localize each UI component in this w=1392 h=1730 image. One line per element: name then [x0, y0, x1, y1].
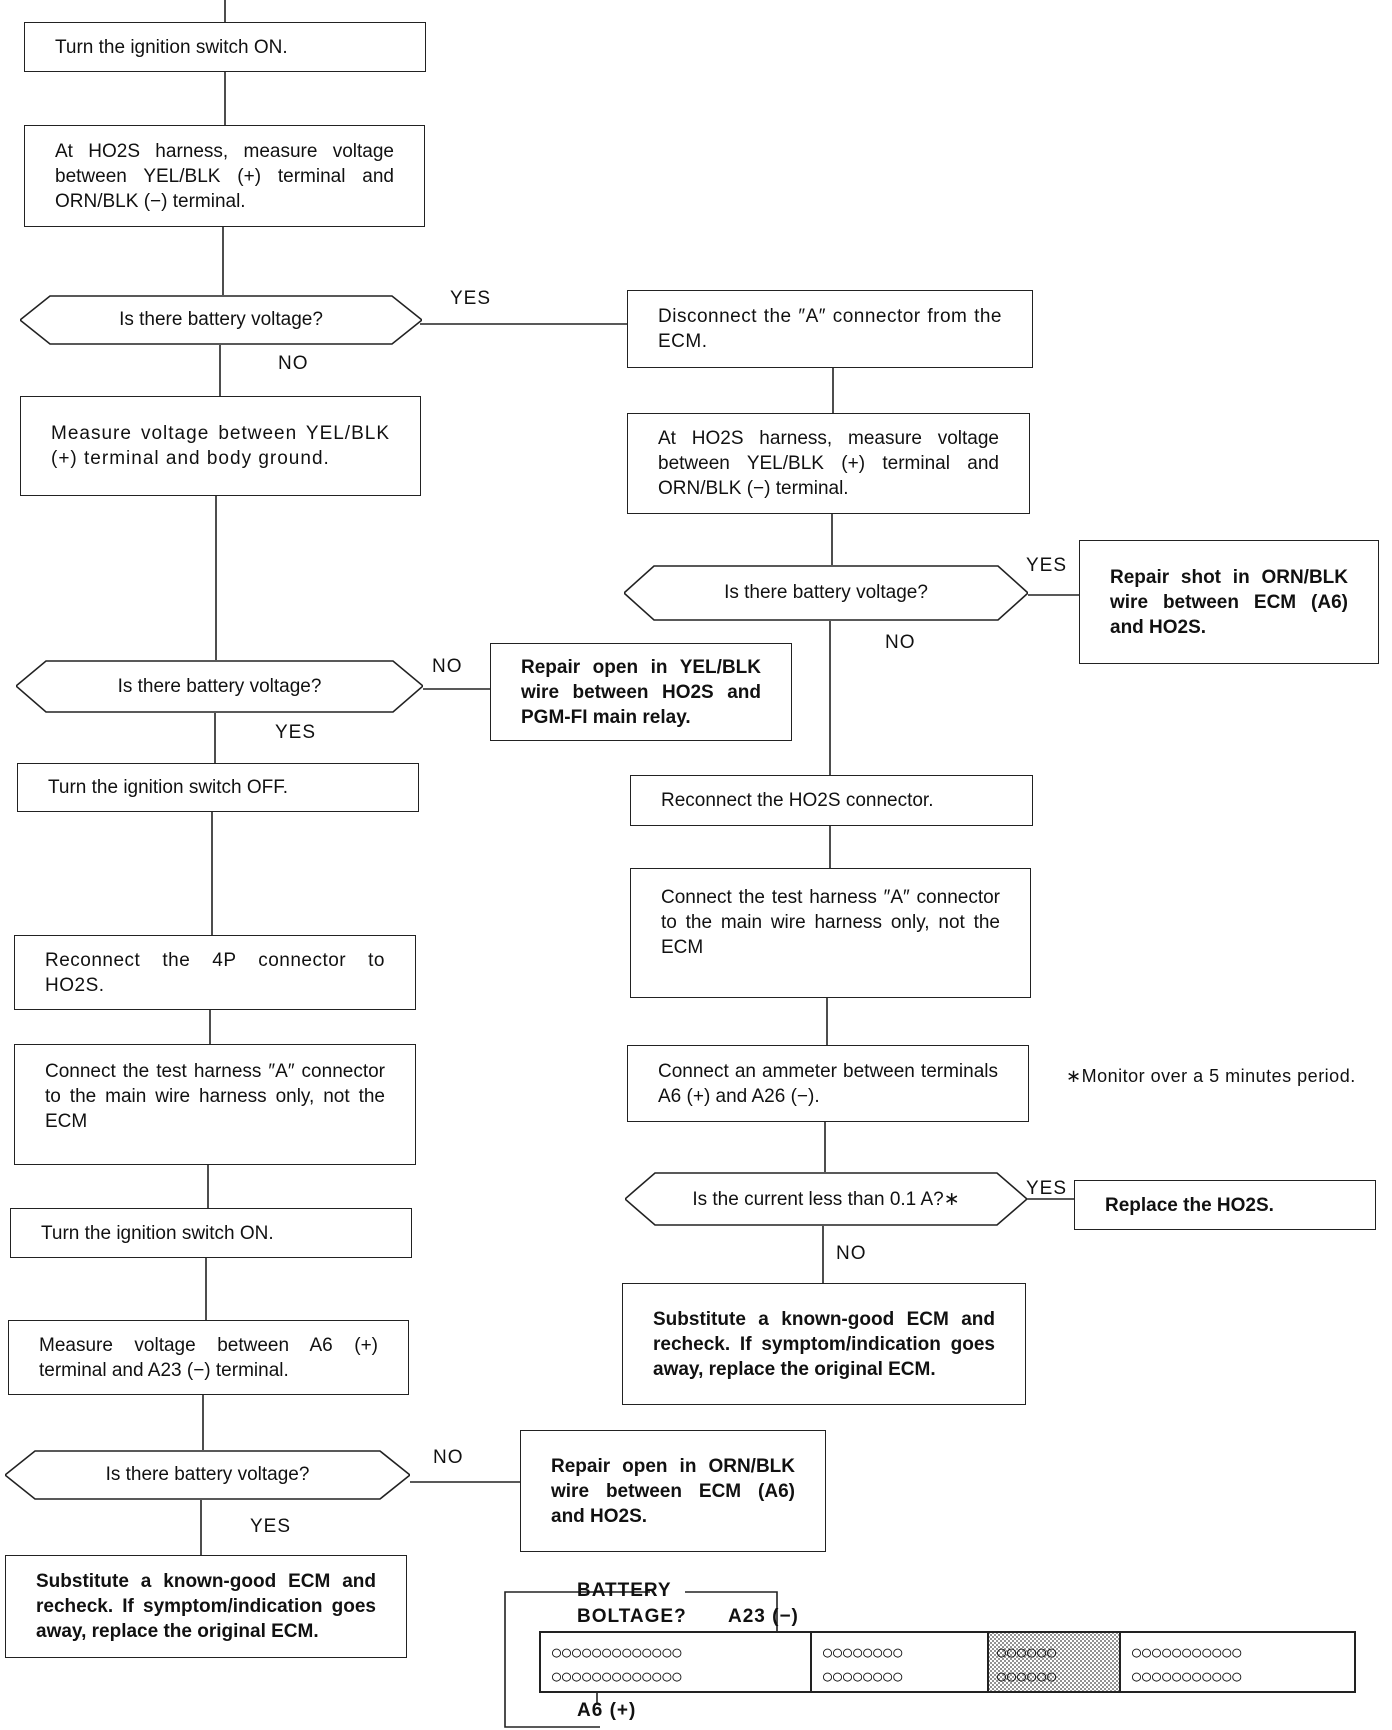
connector-pin-row: ○○○○○○○○ [823, 1643, 904, 1661]
step-text: Turn the ignition switch ON. [41, 1222, 274, 1244]
connector-a23-label: A23 (−) [728, 1606, 799, 1627]
decision-current-check: Is the current less than 0.1 A?∗ [625, 1172, 1027, 1226]
yes-label: YES [1026, 555, 1068, 576]
yes-label: YES [1026, 1178, 1068, 1199]
connector-a6-label: A6 (+) [577, 1700, 637, 1721]
step-text: Repair shot in ORN/BLK wire between ECM … [1110, 566, 1348, 638]
step-turn-ignition-on-2: Turn the ignition switch ON. [10, 1208, 412, 1258]
decision-text: Is the current less than 0.1 A?∗ [692, 1188, 960, 1210]
step-turn-ignition-off: Turn the ignition switch OFF. [17, 763, 419, 812]
step-turn-ignition-on: Turn the ignition switch ON. [24, 22, 426, 72]
step-text: Turn the ignition switch ON. [55, 36, 288, 58]
connector-pin-row: ○○○○○○○○○○○ [1132, 1643, 1243, 1661]
step-text: Turn the ignition switch OFF. [48, 777, 289, 798]
no-label: NO [836, 1243, 867, 1264]
connector-pin-row: ○○○○○○○○○○○○○ [552, 1643, 683, 1661]
decision-text: Is there battery voltage? [117, 675, 322, 697]
step-text: Replace the HO2S. [1105, 1194, 1274, 1216]
repair-yel-blk-open: Repair open in YEL/BLK wire between HO2S… [490, 643, 792, 741]
step-substitute-ecm-right: Substitute a known-good ECM and recheck.… [622, 1283, 1026, 1405]
repair-orn-blk-open: Repair open in ORN/BLK wire between ECM … [520, 1430, 826, 1552]
decision-battery-voltage-1: Is there battery voltage? [20, 295, 422, 345]
step-text: Substitute a known-good ECM and recheck.… [36, 1571, 376, 1642]
step-connect-ammeter: Connect an ammeter between terminals A6 … [627, 1045, 1029, 1122]
step-connect-test-harness: Connect the test harness ″A″ connector t… [14, 1044, 416, 1165]
repair-orn-blk-short: Repair shot in ORN/BLK wire between ECM … [1079, 540, 1379, 664]
connector-boltage-label: BOLTAGE? [577, 1606, 687, 1627]
step-text: Substitute a known-good ECM and recheck.… [653, 1308, 995, 1380]
decision-text: Is there battery voltage? [105, 1464, 310, 1485]
step-reconnect-4p: Reconnect the 4P connector to HO2S. [14, 935, 416, 1010]
yes-label: YES [275, 722, 317, 743]
connector-battery-label: BATTERY [577, 1580, 672, 1601]
step-text: Connect the test harness ″A″ connector t… [45, 1061, 385, 1132]
step-measure-a6-a23: Measure voltage between A6 (+) terminal … [8, 1320, 409, 1395]
step-measure-ho2s-voltage-2: At HO2S harness, measure voltage between… [627, 413, 1030, 514]
connector-pin-row: ○○○○○○○○○○○○○ [552, 1667, 683, 1685]
connector-pin-row: ○○○○○○ [997, 1643, 1058, 1661]
decision-text: Is there battery voltage? [724, 582, 928, 603]
no-label: NO [433, 1447, 464, 1468]
decision-battery-voltage-4: Is there battery voltage? [624, 565, 1028, 621]
step-disconnect-a-connector: Disconnect the ″A″ connector from the EC… [627, 290, 1033, 368]
step-reconnect-ho2s: Reconnect the HO2S connector. [630, 775, 1033, 826]
decision-battery-voltage-2: Is there battery voltage? [16, 660, 423, 713]
step-text: Repair open in YEL/BLK wire between HO2S… [521, 656, 761, 728]
step-substitute-ecm-left: Substitute a known-good ECM and recheck.… [5, 1555, 407, 1658]
yes-label: YES [450, 288, 492, 309]
step-replace-ho2s: Replace the HO2S. [1074, 1180, 1376, 1230]
connector-pin-row: ○○○○○○○○ [823, 1667, 904, 1685]
step-text: Disconnect the ″A″ connector from the EC… [658, 306, 1002, 352]
no-label: NO [278, 353, 309, 374]
step-text: Reconnect the HO2S connector. [661, 790, 934, 811]
connector-pin-row: ○○○○○○○○○○○ [1132, 1667, 1243, 1685]
step-connect-test-harness-2: Connect the test harness ″A″ connector t… [630, 868, 1031, 998]
step-text: Measure voltage between YEL/BLK (+) term… [51, 423, 390, 469]
monitor-note: ∗Monitor over a 5 minutes period. [1066, 1066, 1356, 1086]
no-label: NO [432, 656, 463, 677]
step-text: Connect the test harness ″A″ connector t… [661, 887, 1000, 958]
step-text: At HO2S harness, measure voltage between… [658, 428, 999, 499]
step-measure-body-ground: Measure voltage between YEL/BLK (+) term… [20, 396, 421, 496]
step-text: Repair open in ORN/BLK wire between ECM … [551, 1455, 795, 1527]
yes-label: YES [250, 1516, 292, 1537]
decision-text: Is there battery voltage? [119, 309, 323, 330]
decision-battery-voltage-3: Is there battery voltage? [5, 1450, 410, 1500]
step-text: Reconnect the 4P connector to HO2S. [45, 949, 385, 996]
step-measure-ho2s-voltage: At HO2S harness, measure voltage between… [24, 125, 425, 227]
no-label: NO [885, 632, 916, 653]
connector-pin-row: ○○○○○○ [997, 1667, 1058, 1685]
step-text: Measure voltage between A6 (+) terminal … [39, 1334, 378, 1381]
step-text: Connect an ammeter between terminals A6 … [658, 1060, 998, 1107]
step-text: At HO2S harness, measure voltage between… [55, 140, 394, 212]
